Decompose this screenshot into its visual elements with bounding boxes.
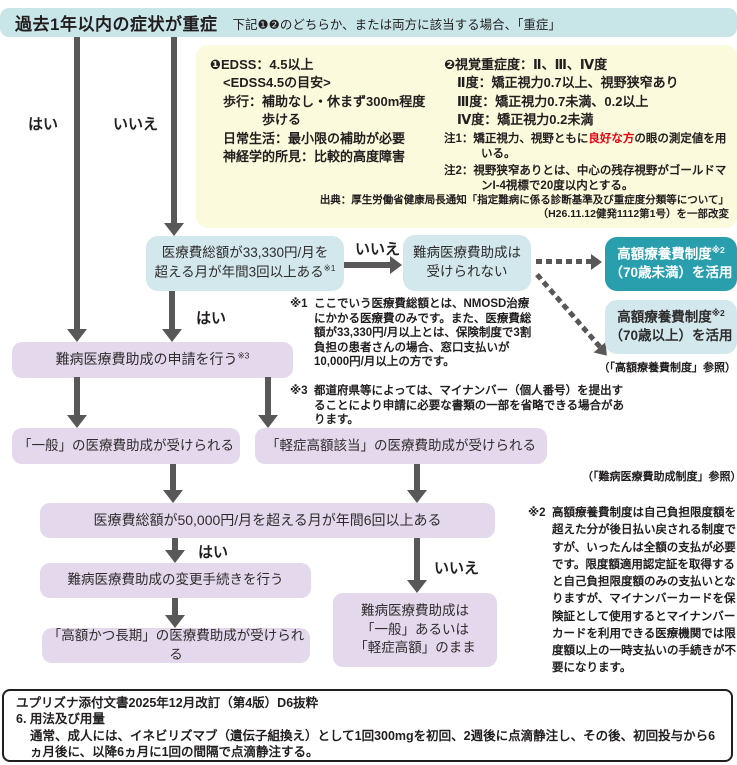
vision-note2: 注2：視野狭窄ありとは、中心の残存視野がゴールドマンI-4視標で20度以内とする… [444,164,727,192]
arrow-yes-to-apply-short [162,291,182,342]
box-general-subsidy: 「一般」の医療費助成が受けられる [12,428,240,464]
edss-walk-line1: 歩行：補助なし・休まず300m程度 [223,93,426,109]
arrow-apply-to-keisho [258,377,278,428]
label-yes-3: はい [198,544,229,561]
vision-grade3: Ⅲ度：矯正視力0.7未満、0.2以上 [457,93,649,109]
source-citation: 出典：厚生労働省健康局長通知「指定難病に係る診断基準及び重症度分類等について」 … [319,193,729,220]
arrow-apply-to-general [67,377,87,428]
arrow-change-to-chouki [165,598,185,628]
severity-criteria-box: ❶EDSS：4.5以上 <EDSS4.5の目安> 歩行：補助なし・休まず300m… [196,45,737,228]
edss-heading: ❶EDSS：4.5以上 [210,57,314,72]
footer-dosage-text: 通常、成人には、イネビリズマブ（遺伝子組換え）として1回300mgを初回、2週後… [30,728,716,759]
edss-guide: <EDSS4.5の目安> [223,75,331,91]
vision-heading: ❷視覚重症度：Ⅱ、Ⅲ、Ⅳ度 [444,57,608,72]
box-total-33330-check: 医療費総額が33,330円/月を 超える月が年間3回以上ある※1 [146,236,344,291]
label-no-2: いいえ [355,241,401,258]
box-kogaku-chouki-subsidy: 「高額かつ長期」の医療費助成が受けられる [42,628,310,663]
footer-source-line: ユプリズナ添付文書2025年12月改訂（第4版）D6抜粋 [16,696,319,710]
box-change-procedure: 難病医療費助成の変更手続きを行う [40,563,311,598]
label-yes-2: はい [196,310,227,327]
arrow-keisho-to-total50 [407,464,427,503]
vision-grade2: Ⅱ度：矯正視力0.7以上、視野狭窄あり [457,75,679,91]
arrow-no-from-title [164,37,184,236]
label-yes-1: はい [28,116,59,133]
ref-nanbyo-system: （「難病医療費助成制度」参照） [582,471,737,483]
page-subtitle: 下記❶❷のどちらか、または両方に該当する場合、「重症」 [232,18,561,32]
label-no-1: いいえ [113,116,159,133]
note-3: ※3 都道府県等によっては、マイナンバー（個人番号）を提出することにより申請に必… [290,385,625,427]
arrow-dashed-to-under70 [536,253,602,270]
arrow-general-to-total50 [163,464,183,503]
box-kogaku-over70: 高額療養費制度※2 （70歳以上）を活用 [605,300,737,354]
arrow-no-to-no-subsidy [344,256,402,274]
box-no-subsidy: 難病医療費助成は 受けられない [403,235,531,291]
vision-criteria: ❷視覚重症度：Ⅱ、Ⅲ、Ⅳ度 Ⅱ度：矯正視力0.7以上、視野狭窄あり Ⅲ度：矯正視… [444,56,730,194]
edss-daily-life: 日常生活：最小限の補助が必要 [223,130,406,146]
footer-dosage-heading: 6. 用法及び用量 [16,712,105,727]
box-kogaku-under70: 高額療養費制度※2 （70歳未満）を活用 [605,237,737,291]
label-no-3: いいえ [434,560,480,577]
note-1: ※1 ここでいう医療費総額とは、NMOSD治療にかかる医療費のみです。また、医療… [290,298,532,369]
edss-neuro-findings: 神経学的所見：比較的高度障害 [223,149,406,165]
box-keisho-kogaku-subsidy: 「軽症高額該当」の医療費助成が受けられる [255,428,547,464]
note-2: ※2 高額療養費制度は自己負担限度額を超えた分が後日払い戻される制度ですが、いっ… [528,507,736,675]
page-title: 過去1年以内の症状が重症 [15,15,218,34]
edss-walk-line2: 歩ける [262,112,302,128]
package-insert-footer: ユプリズナ添付文書2025年12月改訂（第4版）D6抜粋 6. 用法及び用量 通… [2,689,733,762]
edss-criteria: ❶EDSS：4.5以上 <EDSS4.5の目安> 歩行：補助なし・休まず300m… [210,56,450,167]
better-eye-highlight: 良好な方 [588,132,635,145]
arrow-total50-yes [165,538,185,563]
box-stay-current: 難病医療費助成は 「一般」あるいは 「軽症高額」のまま [333,593,497,667]
box-total-50000-check: 医療費総額が50,000円/月を超える月が年間6回以上ある [40,503,495,538]
ref-kogaku-system: （「高額療養費制度」参照） [598,362,737,374]
box-apply-subsidy: 難病医療費助成の申請を行う※3 [12,342,293,378]
vision-grade4: Ⅳ度：矯正視力0.2未満 [457,112,594,128]
vision-note1: 注1：矯正視力、視野ともに良好な方の眼の測定値を用いる。 [444,132,727,160]
arrow-yes-from-title [67,37,87,342]
arrow-total50-no [407,538,427,593]
arrow-dashed-to-over70 [535,272,602,349]
title-bar: 過去1年以内の症状が重症 下記❶❷のどちらか、または両方に該当する場合、「重症」 [0,8,737,37]
